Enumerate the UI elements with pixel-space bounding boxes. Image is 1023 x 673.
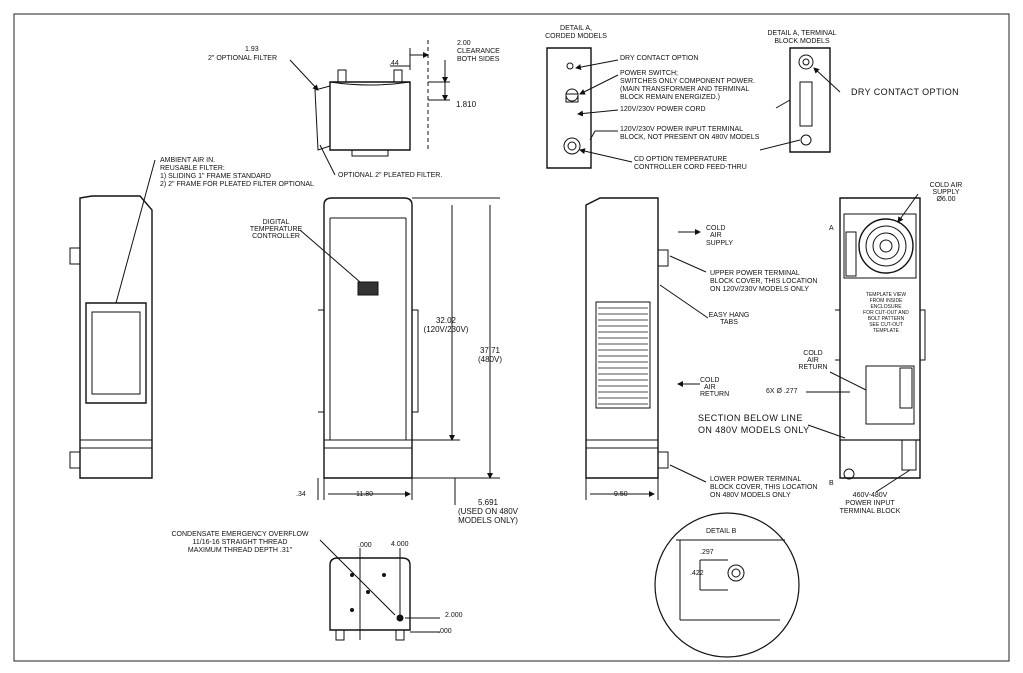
dim-width: 11.80 [356, 491, 373, 498]
rear-cold-return-2: AIR [807, 357, 819, 364]
dim-base: 5.691 [477, 498, 499, 507]
dim-left: .34 [296, 491, 306, 498]
marker-b: B [829, 480, 834, 487]
template-label-2: FROM INSIDE [869, 298, 903, 304]
upper-block-label-1: UPPER POWER TERMINAL [710, 270, 800, 277]
rear-cold-return-3: RETURN [798, 364, 828, 371]
filter-label: 2" OPTIONAL FILTER [208, 55, 277, 62]
rear-view [806, 194, 925, 492]
right-cold-supply-2: AIR [710, 232, 722, 239]
input-label-2: POWER INPUT [845, 500, 895, 507]
detail-b-title: DETAIL B [706, 528, 737, 535]
bottom-dim-x0: .000 [358, 542, 372, 549]
section-label-2: ON 480V MODELS ONLY [698, 425, 810, 435]
detail-a-corded-title-1: DETAIL A, [560, 25, 592, 32]
rear-cold-supply-3: Ø6.00 [936, 196, 956, 203]
cd-option-label-2: CONTROLLER CORD FEED-THRU [634, 164, 747, 171]
dim-base-sub-1: (USED ON 480V [457, 507, 519, 516]
ambient-label-2: REUSABLE FILTER: [160, 165, 225, 172]
template-label-1: TEMPLATE VIEW [865, 292, 907, 298]
section-label-1: SECTION BELOW LINE [698, 413, 803, 423]
front-view [300, 198, 500, 505]
gap-dim: .44 [389, 60, 399, 67]
condensate-label-2: 11/16-16 STRAIGHT THREAD [192, 539, 288, 546]
upper-block-label-2: BLOCK COVER, THIS LOCATION [710, 278, 818, 285]
corded-dry-contact-label: DRY CONTACT OPTION [620, 55, 699, 62]
dim-height-1: 32.02 [435, 316, 457, 325]
bottom-dim-x1: 4.000 [391, 541, 409, 548]
sheet-border [14, 14, 1009, 661]
dim-height-1-sub: (120V/230V) [423, 325, 469, 334]
top-view [290, 40, 450, 175]
lower-block-label-2: BLOCK COVER, THIS LOCATION [710, 484, 818, 491]
right-cold-return-2: AIR [704, 384, 716, 391]
detail-a-terminal-title-2: BLOCK MODELS [774, 38, 830, 45]
ambient-label-3: 1) SLIDING 1" FRAME STANDARD [160, 173, 271, 180]
clearance-label-2: BOTH SIDES [457, 56, 500, 63]
power-switch-label-3: (MAIN TRANSFORMER AND TERMINAL [620, 86, 750, 93]
ambient-label-1: AMBIENT AIR IN. [160, 157, 216, 164]
power-switch-label-1: POWER SWITCH; [620, 70, 678, 77]
condensate-label-1: CONDENSATE EMERGENCY OVERFLOW [171, 531, 309, 538]
left-side-view [70, 160, 155, 478]
right-cold-return-1: COLD [700, 377, 720, 384]
marker-a: A [829, 225, 834, 232]
dim-height-2-sub: (480V) [477, 355, 502, 364]
filter-dim: 1.93 [245, 46, 259, 53]
terminal-input-label-1: 120V/230V POWER INPUT TERMINAL [620, 126, 744, 133]
input-label-3: TERMINAL BLOCK [839, 508, 901, 515]
clearance-label-1: CLEARANCE [457, 48, 500, 55]
power-switch-label-4: BLOCK REMAIN ENERGIZED.) [620, 94, 720, 101]
rear-cold-supply-1: COLD AIR [929, 182, 963, 189]
ambient-label-4: 2) 2" FRAME FOR PLEATED FILTER OPTIONAL [160, 181, 314, 188]
template-label-6: SEE CUT-OUT [869, 322, 903, 328]
detail-b-dim-1: .297 [700, 549, 714, 556]
cd-option-label-1: CD OPTION TEMPERATURE [634, 156, 728, 163]
power-cord-label: 120V/230V POWER CORD [620, 106, 706, 113]
height-dim: 1.810 [456, 100, 477, 109]
terminal-input-label-2: BLOCK, NOT PRESENT ON 480V MODELS [620, 134, 760, 141]
bottom-dim-y1: 2.000 [445, 612, 463, 619]
detail-a-terminal [760, 48, 840, 152]
controller-label-2: TEMPERATURE [249, 226, 303, 233]
right-cold-supply-1: COLD [706, 225, 726, 232]
input-label-1: 460V-480V [852, 492, 888, 499]
hang-tabs-label-1: EASY HANG [708, 312, 750, 319]
hang-tabs-label-2: TABS [720, 319, 738, 326]
detail-a-corded [547, 48, 632, 168]
controller-label-1: DIGITAL [262, 219, 290, 226]
template-label-5: BOLT PATTERN [867, 316, 905, 322]
right-cold-return-3: RETURN [700, 391, 730, 398]
detail-b-dim-2: .422 [690, 570, 704, 577]
rear-cold-supply-2: SUPPLY [932, 189, 960, 196]
holes-label: 6X Ø .277 [766, 388, 798, 395]
detail-b [655, 513, 799, 657]
template-label-3: ENCLOSURE [870, 304, 902, 310]
lower-block-label-1: LOWER POWER TERMINAL [710, 476, 802, 483]
dim-depth: 9.50 [614, 491, 628, 498]
detail-a-corded-title-2: CORDED MODELS [545, 33, 607, 40]
detail-a-terminal-title-1: DETAIL A, TERMINAL [767, 30, 837, 37]
bottom-view [320, 540, 440, 640]
template-label-7: TEMPLATE [872, 328, 900, 334]
rear-cold-return-1: COLD [803, 350, 823, 357]
right-cold-supply-3: SUPPLY [706, 240, 734, 247]
dim-height-2: 37.71 [479, 346, 501, 355]
bottom-dim-y0: .000 [438, 628, 452, 635]
power-switch-label-2: SWITCHES ONLY COMPONENT POWER. [620, 78, 755, 85]
clearance-dim: 2.00 [457, 40, 471, 47]
condensate-label-3: MAXIMUM THREAD DEPTH .31" [187, 547, 293, 554]
lower-block-label-3: ON 480V MODELS ONLY [710, 492, 791, 499]
controller-label-3: CONTROLLER [252, 233, 300, 240]
template-label-4: FOR CUT-OUT AND [863, 310, 909, 316]
right-side-view [586, 198, 708, 500]
dim-base-sub-2: MODELS ONLY) [458, 516, 518, 525]
pleated-filter-label: OPTIONAL 2" PLEATED FILTER. [338, 172, 443, 179]
terminal-dry-contact-label: DRY CONTACT OPTION [851, 87, 960, 97]
upper-block-label-3: ON 120V/230V MODELS ONLY [710, 286, 810, 293]
